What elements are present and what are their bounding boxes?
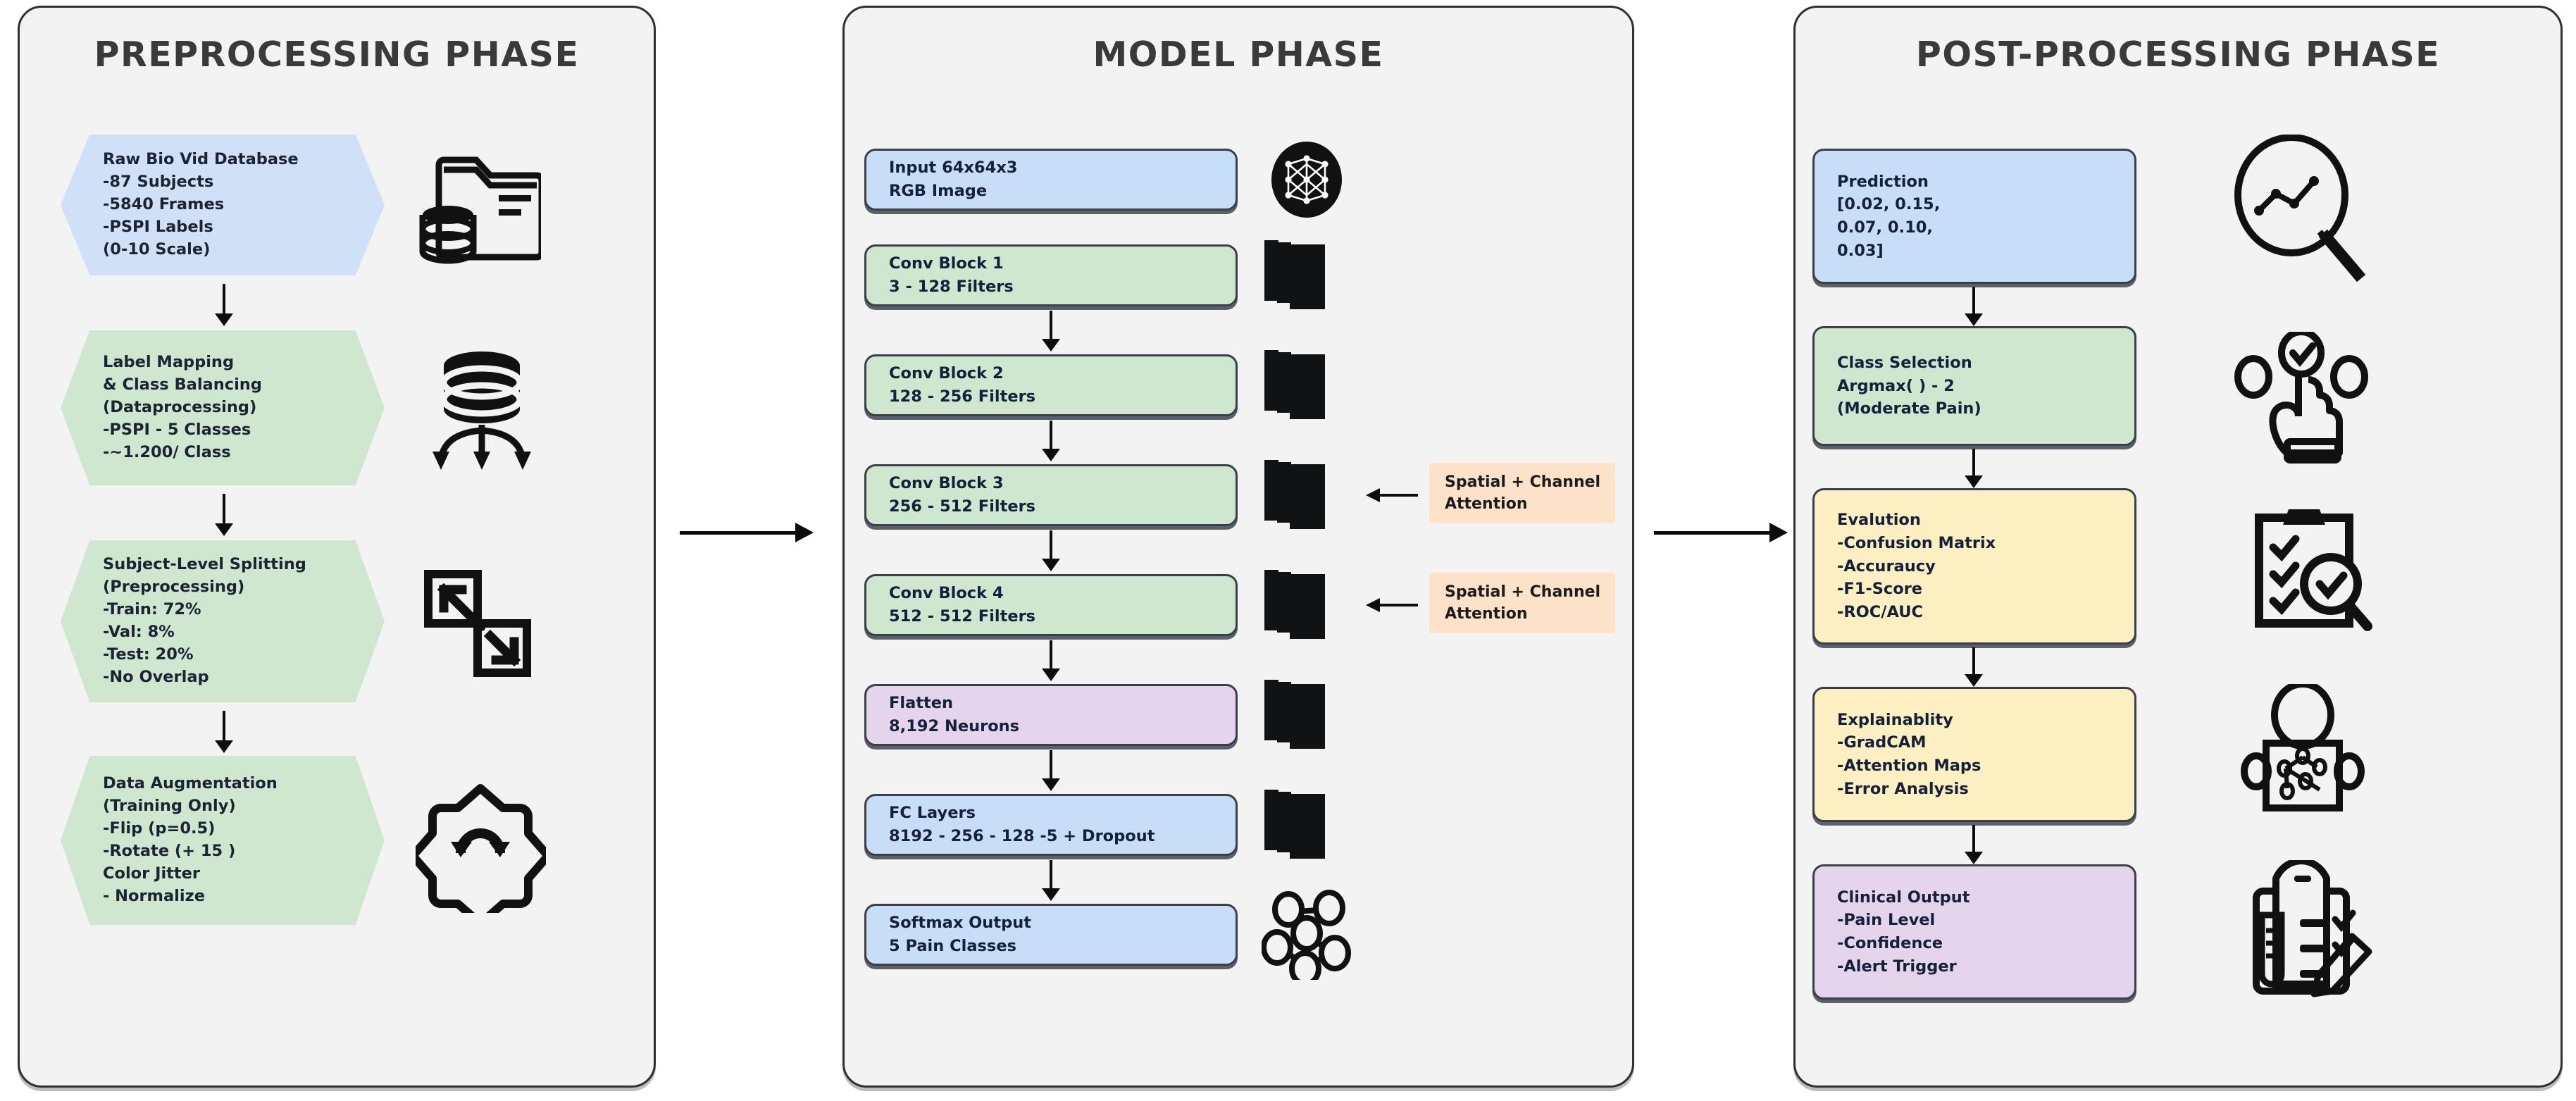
node-conv-block-1-label: Conv Block 1 3 - 128 Filters: [889, 254, 1014, 296]
panel-title-model: MODEL PHASE: [1093, 35, 1384, 75]
node-clinical-output-label: Clinical Output -Pain Level -Confidence …: [1837, 888, 1970, 976]
node-raw-database[interactable]: Raw Bio Vid Database -87 Subjects -5840 …: [61, 135, 385, 275]
arrow-model-flatten-to-fc: [1042, 750, 1060, 791]
node-class-selection[interactable]: Class Selection Argmax( ) - 2 (Moderate …: [1812, 326, 2136, 446]
node-conv-block-2[interactable]: Conv Block 2 128 - 256 Filters: [864, 354, 1238, 416]
feature-maps-icon-2: [1264, 350, 1349, 421]
node-softmax-output-label: Softmax Output 5 Pain Classes: [889, 914, 1031, 955]
arrow-pre-1-to-2: [215, 284, 233, 326]
panel-model: MODEL PHASE Input 64x64x3 RGB Image Conv…: [842, 6, 1634, 1088]
clinical-report-icon: [2253, 860, 2372, 997]
hand-select-check-icon: [2234, 332, 2368, 464]
arrow-model-to-postprocessing: [1654, 523, 1788, 542]
arrow-model-1-to-2: [1042, 311, 1060, 352]
panel-post-processing: POST-PROCESSING PHASE Prediction [0.02, …: [1793, 6, 2563, 1088]
node-flatten-layer[interactable]: Flatten 8,192 Neurons: [864, 684, 1238, 746]
node-label-mapping[interactable]: Label Mapping & Class Balancing (Datapro…: [61, 330, 385, 485]
arrow-post-2-to-3: [1965, 449, 1983, 488]
node-fc-layers-label: FC Layers 8192 - 256 - 128 -5 + Dropout: [889, 804, 1155, 845]
feature-maps-icon-5: [1264, 680, 1349, 750]
clipboard-check-magnifier-icon: [2255, 509, 2372, 631]
node-prediction-label: Prediction [0.02, 0.15, 0.07, 0.10, 0.03…: [1837, 172, 1941, 260]
folder-database-icon: [419, 156, 541, 264]
person-network-icon: [2241, 684, 2365, 811]
panel-preprocessing: PREPROCESSING PHASE Raw Bio Vid Database…: [18, 6, 656, 1088]
split-resize-icon: [424, 570, 531, 677]
panel-title-post-processing: POST-PROCESSING PHASE: [1915, 35, 2441, 75]
node-conv-block-4[interactable]: Conv Block 4 512 - 512 Filters: [864, 574, 1238, 636]
node-subject-level-splitting[interactable]: Subject-Level Splitting (Preprocessing) …: [61, 540, 385, 702]
node-class-selection-label: Class Selection Argmax( ) - 2 (Moderate …: [1837, 354, 1981, 418]
feature-maps-icon-1: [1264, 240, 1349, 311]
node-flatten-layer-label: Flatten 8,192 Neurons: [889, 694, 1020, 735]
feature-maps-icon-6: [1264, 790, 1349, 860]
rotate-flip-icon: [416, 784, 546, 913]
feature-maps-icon-3: [1264, 460, 1349, 530]
arrow-preprocessing-to-model: [680, 523, 814, 542]
node-prediction[interactable]: Prediction [0.02, 0.15, 0.07, 0.10, 0.03…: [1812, 149, 2136, 284]
node-input-layer[interactable]: Input 64x64x3 RGB Image: [864, 149, 1238, 211]
attention-tag-conv4-label: Spatial + Channel Attention: [1445, 583, 1601, 623]
node-conv-block-2-label: Conv Block 2 128 - 256 Filters: [889, 364, 1036, 406]
node-explainability[interactable]: Explainablity -GradCAM -Attention Maps -…: [1812, 687, 2136, 822]
panel-title-preprocessing: PREPROCESSING PHASE: [94, 35, 580, 75]
arrow-attention-to-conv3: [1366, 488, 1418, 502]
node-label-mapping-label: Label Mapping & Class Balancing (Datapro…: [103, 353, 262, 461]
attention-tag-conv3[interactable]: Spatial + Channel Attention: [1429, 463, 1615, 523]
node-input-layer-label: Input 64x64x3 RGB Image: [889, 158, 1018, 200]
arrow-pre-3-to-4: [215, 711, 233, 753]
arrow-post-4-to-5: [1965, 825, 1983, 864]
arrow-post-1-to-2: [1965, 287, 1983, 326]
arrow-model-4-to-flatten: [1042, 640, 1060, 681]
node-clinical-output[interactable]: Clinical Output -Pain Level -Confidence …: [1812, 864, 2136, 1000]
node-fc-layers[interactable]: FC Layers 8192 - 256 - 128 -5 + Dropout: [864, 794, 1238, 856]
magnifier-chart-icon: [2234, 135, 2366, 282]
arrow-pre-2-to-3: [215, 494, 233, 536]
node-data-augmentation-label: Data Augmentation (Training Only) -Flip …: [103, 774, 278, 905]
node-conv-block-4-label: Conv Block 4 512 - 512 Filters: [889, 584, 1036, 626]
node-conv-block-1[interactable]: Conv Block 1 3 - 128 Filters: [864, 244, 1238, 306]
database-split-icon: [433, 352, 531, 470]
graph-nodes-icon: [1262, 890, 1351, 980]
arrow-attention-to-conv4: [1366, 598, 1418, 612]
node-conv-block-3-label: Conv Block 3 256 - 512 Filters: [889, 474, 1036, 516]
arrow-model-3-to-4: [1042, 530, 1060, 571]
feature-maps-icon-4: [1264, 570, 1349, 640]
node-softmax-output[interactable]: Softmax Output 5 Pain Classes: [864, 904, 1238, 966]
neural-network-circle-icon: [1271, 142, 1342, 218]
node-conv-block-3[interactable]: Conv Block 3 256 - 512 Filters: [864, 464, 1238, 526]
node-evaluation[interactable]: Evalution -Confusion Matrix -Accuraucy -…: [1812, 488, 2136, 645]
arrow-model-fc-to-softmax: [1042, 860, 1060, 901]
arrow-model-2-to-3: [1042, 421, 1060, 461]
node-subject-level-splitting-label: Subject-Level Splitting (Preprocessing) …: [103, 555, 306, 686]
arrow-post-3-to-4: [1965, 647, 1983, 687]
node-raw-database-label: Raw Bio Vid Database -87 Subjects -5840 …: [103, 150, 299, 259]
attention-tag-conv3-label: Spatial + Channel Attention: [1445, 473, 1601, 513]
node-explainability-label: Explainablity -GradCAM -Attention Maps -…: [1837, 710, 1981, 798]
node-data-augmentation[interactable]: Data Augmentation (Training Only) -Flip …: [61, 756, 385, 925]
attention-tag-conv4[interactable]: Spatial + Channel Attention: [1429, 573, 1615, 633]
node-evaluation-label: Evalution -Confusion Matrix -Accuraucy -…: [1837, 511, 1996, 621]
